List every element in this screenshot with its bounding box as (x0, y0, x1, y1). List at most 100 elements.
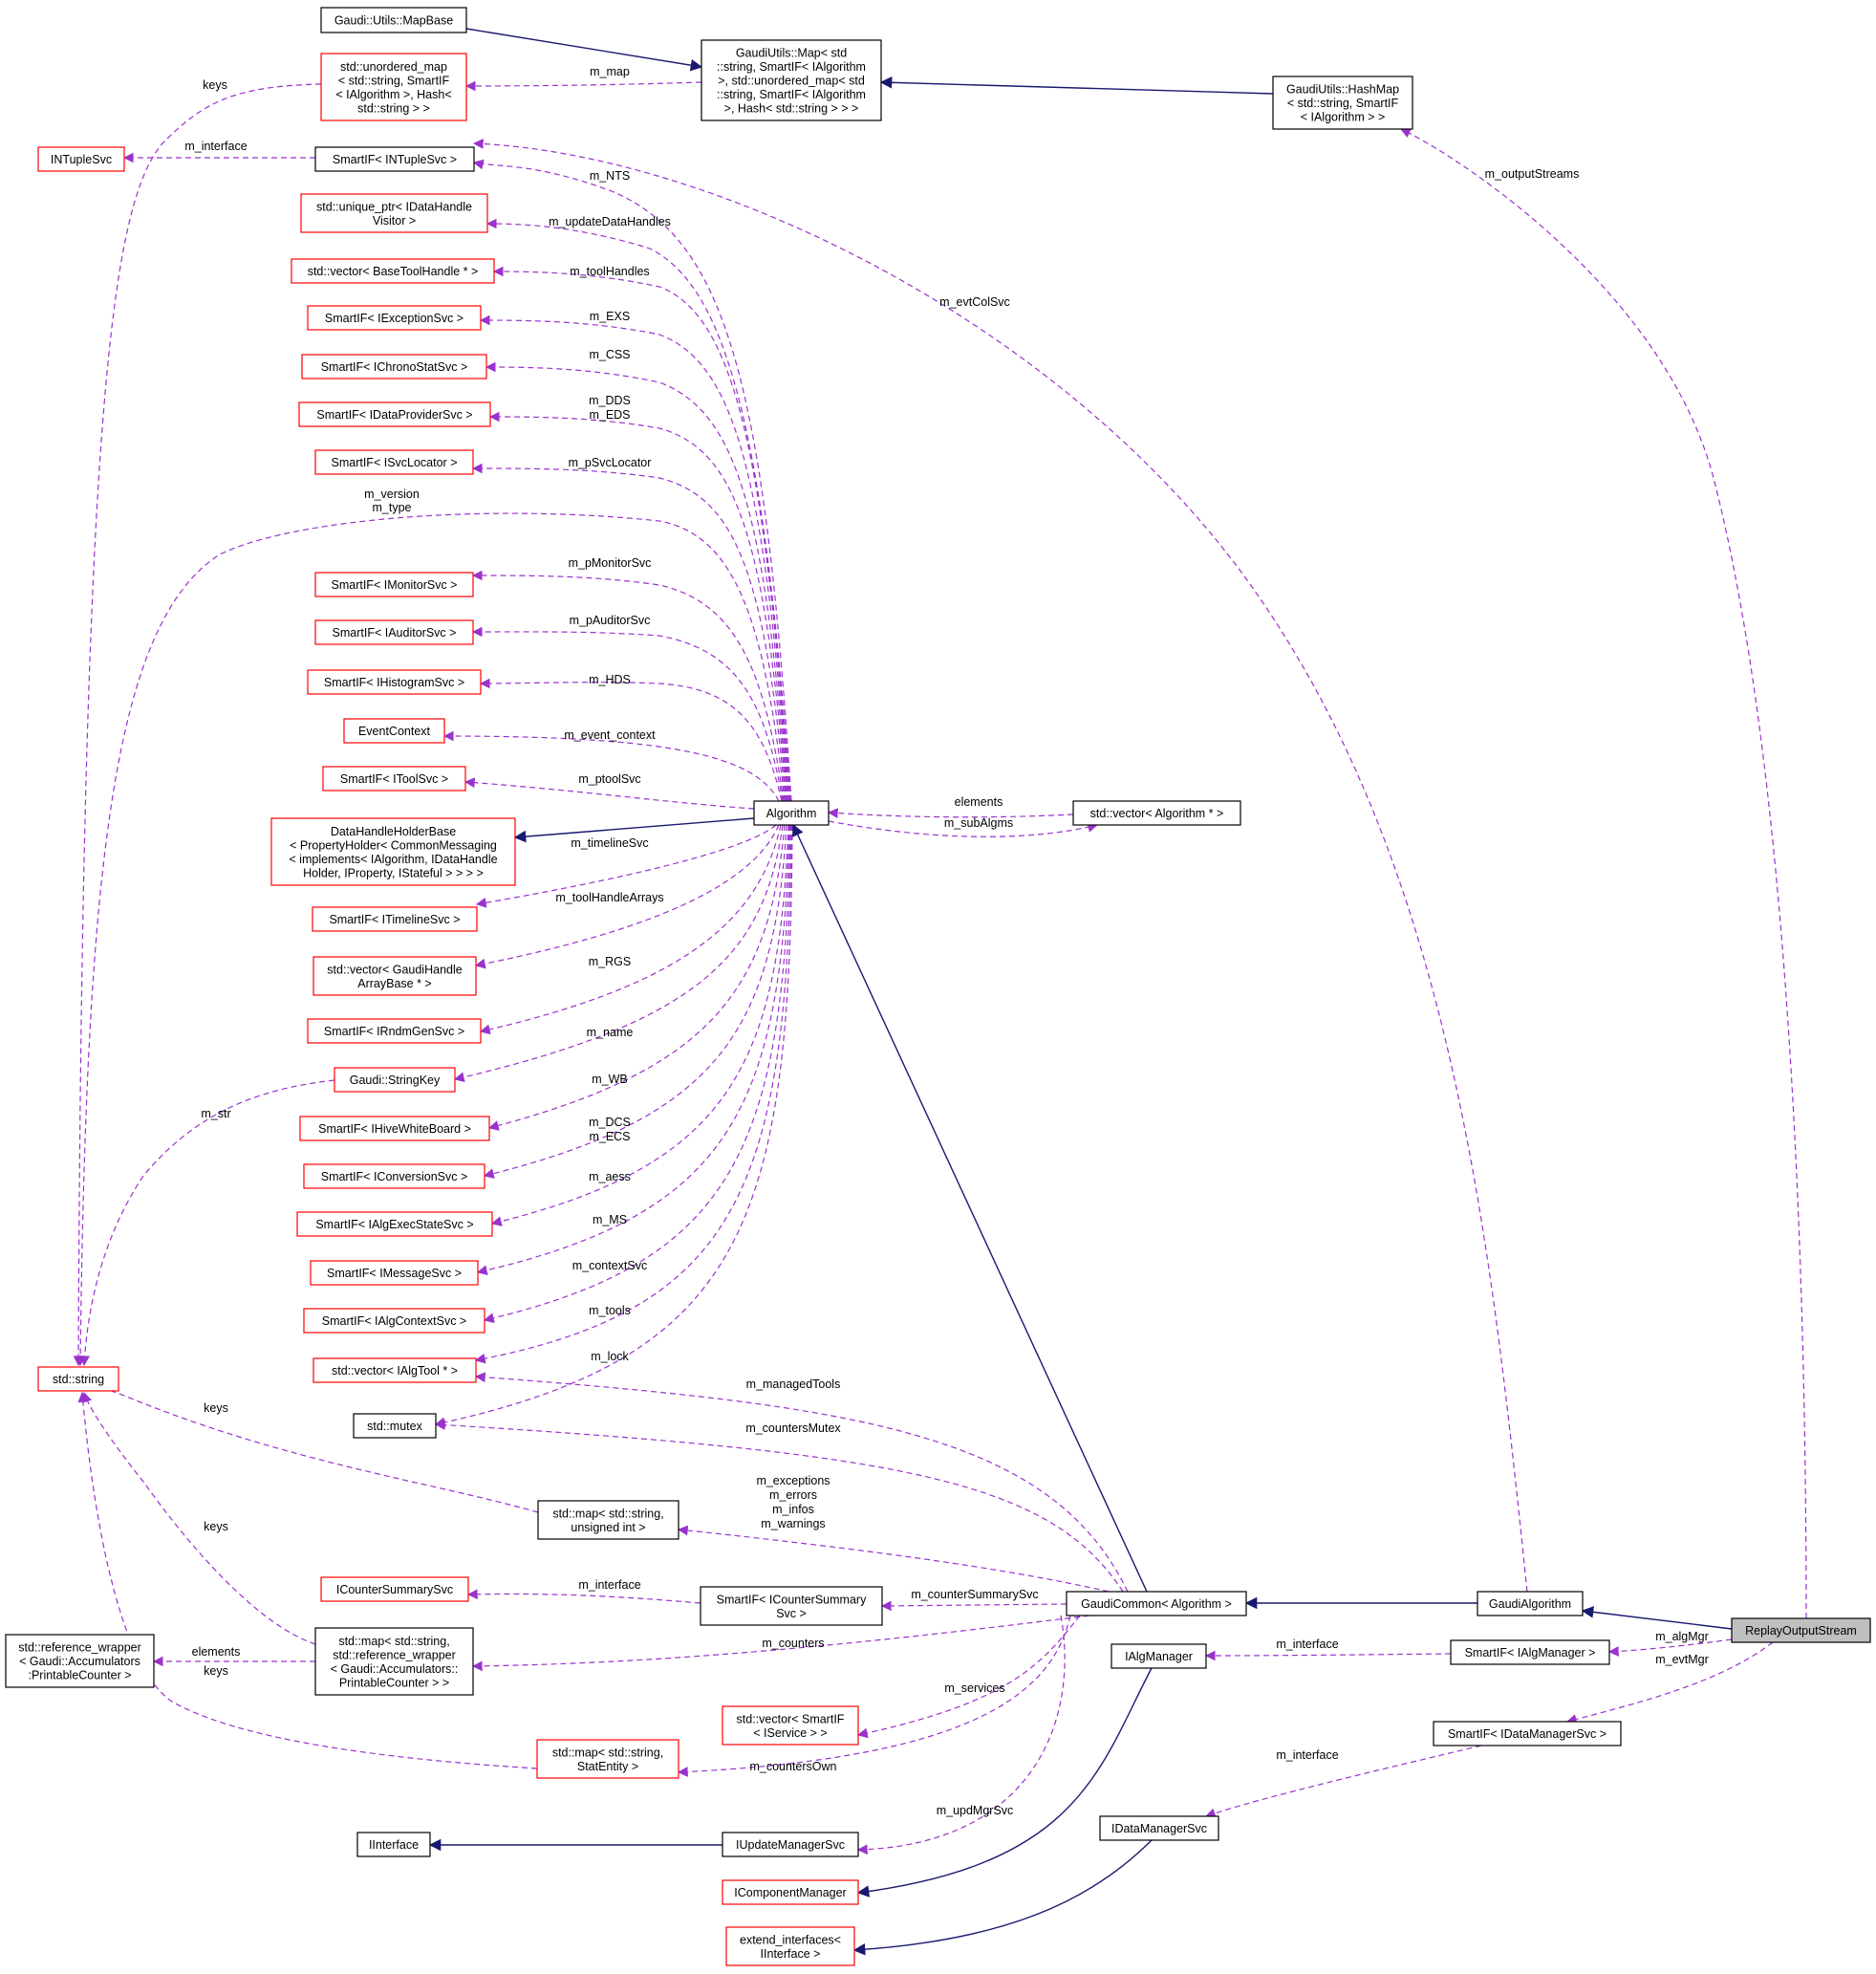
edge-label: m_toolHandleArrays (555, 891, 663, 904)
node-label: std::map< std::string, (338, 1635, 449, 1648)
node-mutex[interactable]: std::mutex (353, 1413, 437, 1439)
node-label: Gaudi::Utils::MapBase (334, 14, 453, 28)
node-dhhb[interactable]: DataHandleHolderBase< PropertyHolder< Co… (270, 817, 516, 886)
node-sp-nts[interactable]: SmartIF< INTupleSvc > (314, 146, 475, 172)
node-iupd[interactable]: IUpdateManagerSvc (722, 1832, 859, 1857)
node-iinterface[interactable]: IInterface (356, 1832, 431, 1857)
node-sp-tl[interactable]: SmartIF< ITimelineSvc > (312, 906, 478, 932)
node-vec-isvc[interactable]: std::vector< SmartIF< IService > > (722, 1705, 859, 1746)
node-sp-hwb[interactable]: SmartIF< IHiveWhiteBoard > (299, 1116, 490, 1141)
edge-e-tha (474, 824, 780, 969)
edge-label: m_contextSvc (572, 1259, 648, 1272)
node-label: PrintableCounter > > (339, 1676, 449, 1689)
node-box (722, 1832, 859, 1857)
node-label: < IAlgorithm > > (1301, 111, 1386, 124)
node-sp-msg[interactable]: SmartIF< IMessageSvc > (310, 1260, 479, 1286)
node-label: >, std::unordered_map< std (718, 75, 865, 88)
node-box (1072, 800, 1241, 826)
edge-e-icomp-inh (856, 1667, 1153, 1898)
node-algorithm[interactable]: Algorithm (753, 800, 830, 826)
node-sp-csum[interactable]: SmartIF< ICounterSummarySvc > (700, 1586, 883, 1626)
node-box (37, 1366, 119, 1392)
node-gcommon[interactable]: GaudiCommon< Algorithm > (1066, 1591, 1247, 1616)
node-label: std::mutex (367, 1420, 422, 1433)
node-sp-conv[interactable]: SmartIF< IConversionSvc > (303, 1163, 485, 1189)
edge-e-cown (677, 1615, 1071, 1777)
node-sp-dms[interactable]: SmartIF< IDataManagerSvc > (1433, 1721, 1622, 1746)
node-evctx[interactable]: EventContext (343, 718, 445, 744)
node-sp-mon[interactable]: SmartIF< IMonitorSvc > (314, 572, 474, 597)
node-box (1066, 1591, 1247, 1616)
node-sp-css[interactable]: SmartIF< IChronoStatSvc > (301, 354, 487, 380)
edge-label: m_CSS (589, 348, 630, 361)
node-hashmap[interactable]: GaudiUtils::HashMap< std::string, SmartI… (1272, 76, 1413, 130)
node-galgorithm[interactable]: GaudiAlgorithm (1477, 1591, 1584, 1616)
edge-label: m_aess (589, 1170, 631, 1183)
node-csummary[interactable]: ICounterSummarySvc (320, 1576, 469, 1602)
node-vec-btool[interactable]: std::vector< BaseToolHandle * > (291, 258, 495, 284)
edge-e-paud (471, 626, 784, 802)
edge-e-pts (464, 777, 755, 810)
node-box (270, 817, 516, 886)
node-label: Svc > (776, 1607, 807, 1620)
edge-e-evc (442, 730, 780, 802)
node-sp-svcloc[interactable]: SmartIF< ISvcLocator > (314, 449, 474, 475)
node-sp-hist[interactable]: SmartIF< IHistogramSvc > (307, 669, 482, 695)
node-box (1272, 76, 1413, 130)
edge-label: m_warnings (761, 1517, 825, 1530)
edge-e-lock (434, 824, 793, 1428)
node-vec-alg[interactable]: std::vector< Algorithm * > (1072, 800, 1241, 826)
node-umap[interactable]: std::unordered_map< std::string, SmartIF… (320, 53, 467, 121)
node-vec-atool[interactable]: std::vector< IAlgTool * > (313, 1357, 477, 1383)
node-box (343, 718, 445, 744)
node-box (298, 401, 491, 427)
edge-e-tools (474, 824, 792, 1364)
node-sp-aud[interactable]: SmartIF< IAuditorSvc > (314, 619, 474, 645)
node-sp-tool[interactable]: SmartIF< IToolSvc > (322, 766, 466, 792)
node-label: ArrayBase * > (357, 977, 431, 990)
node-sp-aess[interactable]: SmartIF< IAlgExecStateSvc > (296, 1211, 493, 1237)
edge-e-umap (464, 80, 702, 92)
edge-label: m_lock (591, 1350, 629, 1363)
node-box (536, 1739, 679, 1779)
node-idms[interactable]: IDataManagerSvc (1099, 1815, 1219, 1841)
node-sp-exs[interactable]: SmartIF< IExceptionSvc > (307, 305, 482, 331)
node-box (722, 1879, 859, 1905)
edge-e-dms-iface (1204, 1745, 1482, 1818)
edge-label: m_map (590, 65, 630, 78)
node-map-uint[interactable]: std::map< std::string,unsigned int > (537, 1500, 679, 1540)
node-replay[interactable]: ReplayOutputStream (1731, 1617, 1871, 1643)
node-box (1450, 1639, 1610, 1665)
node-map-stat[interactable]: std::map< std::string,StatEntity > (536, 1739, 679, 1779)
node-label: EventContext (358, 725, 431, 738)
node-gmap[interactable]: GaudiUtils::Map< std::string, SmartIF< I… (701, 39, 882, 121)
node-sp-algmgr[interactable]: SmartIF< IAlgManager > (1450, 1639, 1610, 1665)
node-sp-dps[interactable]: SmartIF< IDataProviderSvc > (298, 401, 491, 427)
edge-e-ga-inh (1581, 1606, 1733, 1630)
edge-e-hds (479, 678, 783, 802)
node-ntuplesvc[interactable]: INTupleSvc (37, 146, 125, 172)
node-map-ref[interactable]: std::map< std::string,std::reference_wra… (314, 1627, 474, 1696)
node-label: < std::string, SmartIF (1287, 97, 1399, 110)
node-strkey[interactable]: Gaudi::StringKey (334, 1067, 456, 1093)
node-box (334, 1067, 456, 1093)
edge-label: m_outputStreams (1485, 167, 1580, 181)
node-ialgmgr[interactable]: IAlgManager (1111, 1643, 1207, 1669)
edge-label: m_pSvcLocator (569, 456, 652, 469)
edge-e-dhhb (513, 817, 755, 843)
node-sp-rndm[interactable]: SmartIF< IRndmGenSvc > (307, 1018, 482, 1044)
node-extif[interactable]: extend_interfaces<IInterface > (725, 1926, 855, 1966)
edge-e-dds (488, 411, 787, 802)
node-box (725, 1926, 855, 1966)
node-mapbase[interactable]: Gaudi::Utils::MapBase (320, 7, 467, 33)
node-stdstring[interactable]: std::string (37, 1366, 119, 1392)
edge-label: m_toolHandles (570, 265, 649, 278)
node-icomp[interactable]: IComponentManager (722, 1879, 859, 1905)
edge-label: m_HDS (589, 673, 631, 686)
node-box (1477, 1591, 1584, 1616)
node-box (1111, 1643, 1207, 1669)
node-refwrap[interactable]: std::reference_wrapper< Gaudi::Accumulat… (5, 1634, 155, 1688)
node-sp-actx[interactable]: SmartIF< IAlgContextSvc > (303, 1308, 485, 1334)
